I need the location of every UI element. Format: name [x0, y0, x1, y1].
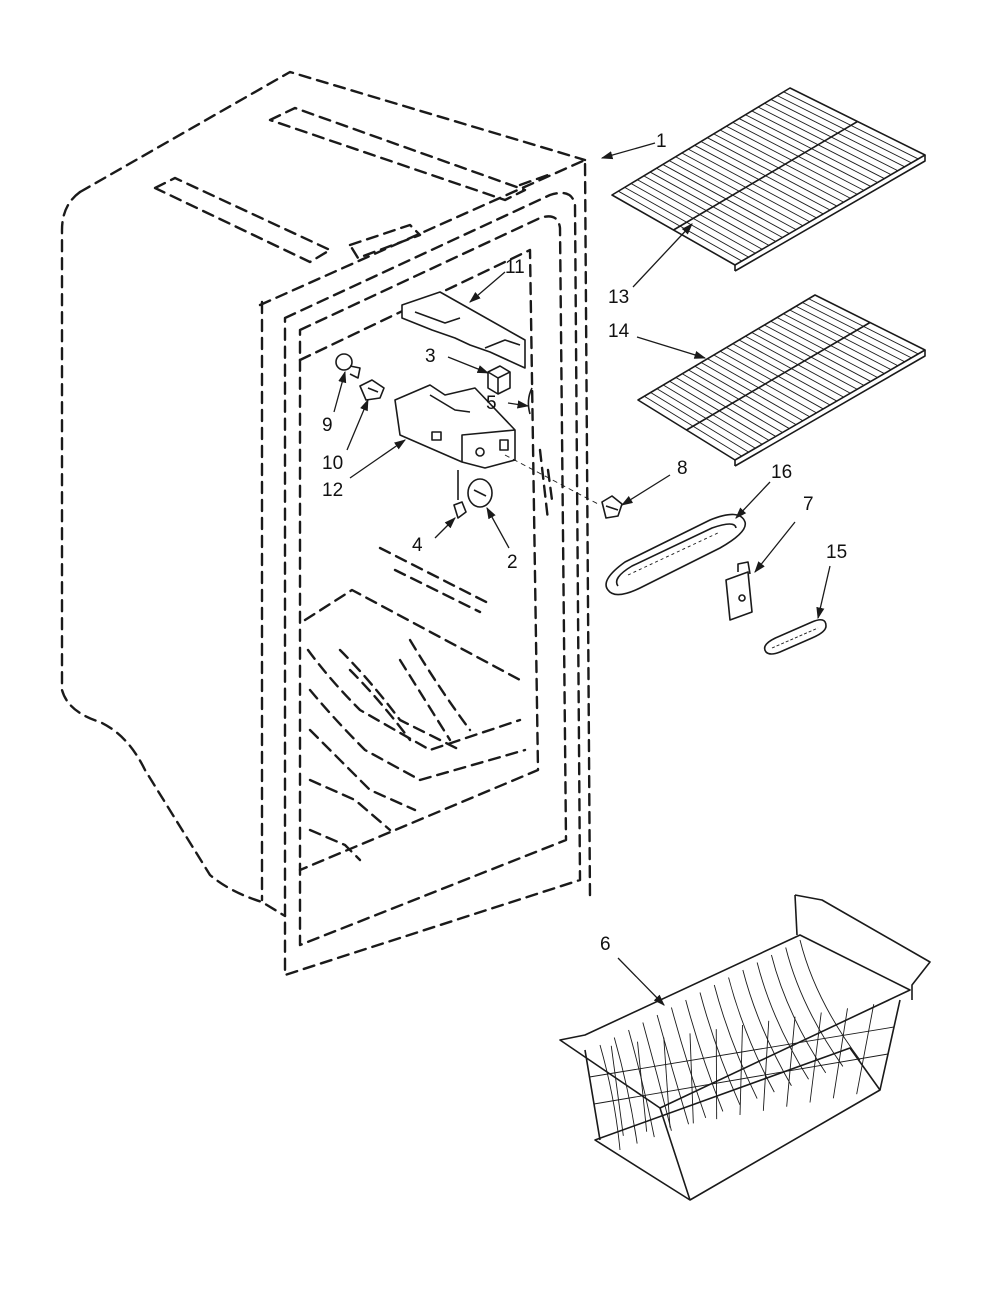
callout-10: 10	[322, 453, 343, 474]
control-bracket-part	[394, 384, 516, 469]
screw-part	[453, 470, 467, 519]
callout-3: 3	[425, 346, 436, 367]
callout-16: 16	[771, 462, 792, 483]
door-shelf-trim-large-part	[605, 513, 747, 596]
control-knob-insert-part	[487, 365, 511, 395]
light-bulb-part	[335, 353, 361, 379]
leader-lines	[333, 142, 831, 1006]
callout-13: 13	[608, 287, 629, 308]
callout-8: 8	[677, 458, 688, 479]
callout-14: 14	[608, 321, 630, 342]
wire-shelf-upper-part	[611, 87, 926, 272]
callout-2: 2	[507, 552, 518, 573]
callout-15: 15	[826, 542, 847, 563]
callout-12: 12	[322, 480, 343, 501]
callout-6: 6	[600, 934, 611, 955]
light-socket-part	[359, 379, 385, 401]
control-housing-part	[401, 291, 526, 369]
freezer-cabinet	[60, 70, 592, 977]
switch-bracket-part	[725, 561, 753, 621]
callout-1: 1	[656, 131, 667, 152]
door-shelf-trim-small-part	[763, 618, 827, 655]
callout-5: 5	[486, 393, 497, 414]
control-knob-part	[467, 478, 493, 508]
callout-11: 11	[505, 257, 525, 278]
door-switch-part	[601, 495, 623, 519]
callout-4: 4	[412, 535, 423, 556]
wire-basket-part	[559, 894, 931, 1201]
callout-7: 7	[803, 494, 814, 515]
callout-labels: 1 11 3 5 9 10 12 4 2 8 16 7 15 13 14 6	[322, 131, 847, 955]
callout-9: 9	[322, 415, 333, 436]
wire-shelf-lower-part	[637, 294, 926, 467]
